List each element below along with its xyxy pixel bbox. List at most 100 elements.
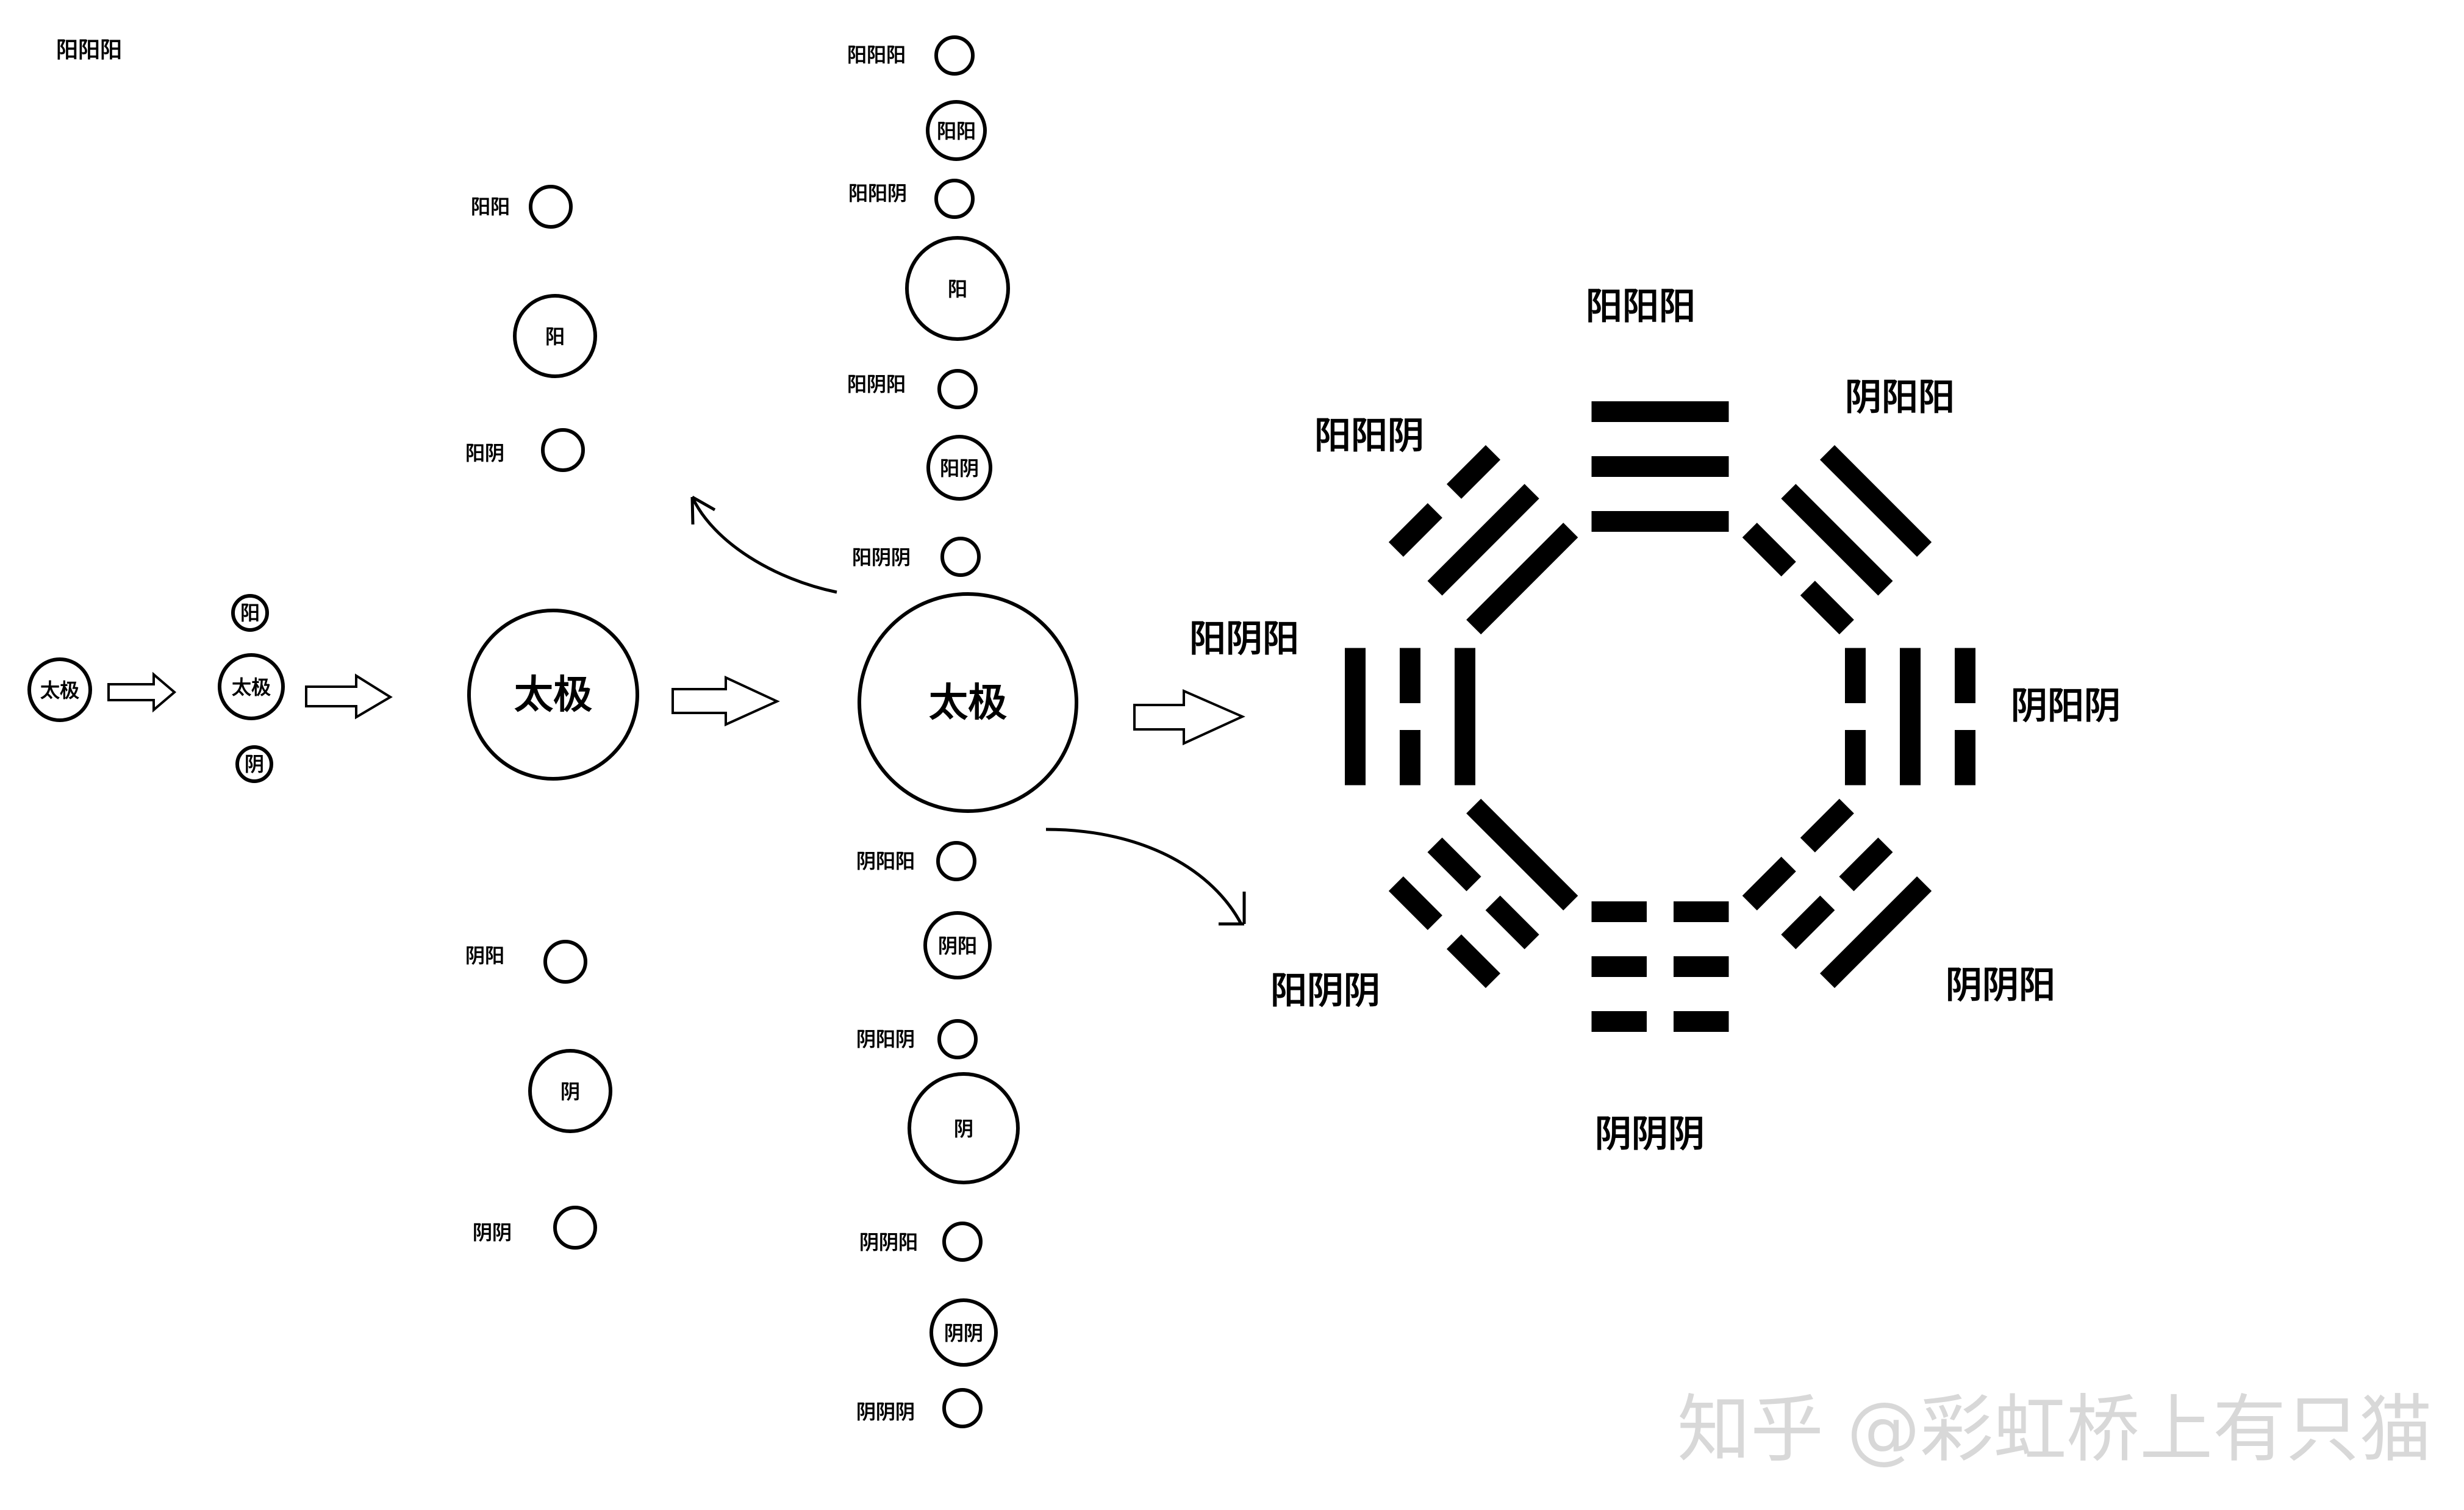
bagua-octagon — [1345, 401, 1975, 1032]
col-n-circle — [908, 1072, 1020, 1184]
col-yyn-circle — [934, 179, 975, 219]
trigram-yin-line-segment — [1845, 648, 1866, 703]
arrow-2 — [305, 673, 393, 720]
trigram-yin-line-segment — [1674, 901, 1729, 922]
col-nyy-circle — [936, 841, 976, 881]
col-nn-circle — [929, 1298, 998, 1367]
bagua-label-top-right: 阴阳阳 — [1845, 376, 1955, 419]
arrow-4 — [1133, 689, 1245, 746]
col-nyy-label: 阴阳阳 — [856, 850, 915, 873]
bagua-label-top-left: 阳阳阴 — [1314, 415, 1424, 457]
trigram-yin-line-segment — [1955, 730, 1975, 785]
stage3-yangyang-circle — [529, 185, 573, 229]
trigram-yin-line-segment — [1388, 503, 1442, 557]
trigram-bottom-right — [1742, 798, 1932, 989]
trigram-bottom — [1591, 901, 1729, 1032]
stage3-yin-label: 阴 — [560, 1080, 580, 1103]
stage3-yinyin-circle — [553, 1206, 597, 1250]
curve-arrow-up — [690, 495, 837, 594]
col-yn-circle — [926, 435, 992, 501]
trigram-top — [1591, 401, 1729, 532]
stage2-group: 阳 太极 阴 — [218, 594, 285, 783]
trigram-yin-line-segment — [1400, 648, 1420, 703]
col-yyn-label: 阳阳阴 — [848, 182, 907, 205]
stage1-taiji-label: 太极 — [40, 679, 79, 702]
stage3-yangyin-label: 阳阴 — [465, 442, 504, 465]
trigram-yin-line-segment — [1839, 837, 1893, 892]
arrow-3 — [672, 675, 780, 727]
trigram-right — [1845, 648, 1975, 785]
trigram-yin-line-segment — [1781, 895, 1835, 950]
trigram-yang-line — [1591, 511, 1729, 532]
trigram-yin-line-segment — [1591, 901, 1647, 922]
col-ny-circle — [923, 911, 992, 979]
col-yyy-circle — [934, 35, 975, 76]
col-nny-circle — [942, 1222, 983, 1262]
stage3-yin-circle — [528, 1049, 612, 1133]
col-nn-label: 阴阴 — [944, 1322, 983, 1345]
trigram-yang-line — [1427, 484, 1539, 596]
bagua-label-bottom-right: 阴阴阳 — [1946, 964, 2055, 1007]
trigram-yin-line-segment — [1845, 730, 1866, 785]
trigram-left — [1345, 648, 1475, 785]
arrow-1 — [107, 671, 177, 713]
col-n-label: 阴 — [954, 1117, 973, 1140]
trigram-top-left — [1388, 445, 1578, 635]
col-yny-circle — [937, 369, 978, 409]
trigram-yin-line-segment — [1674, 956, 1729, 977]
stage2-taiji-label: 太极 — [232, 676, 271, 699]
bagua-label-bottom: 阴阴阴 — [1595, 1113, 1705, 1156]
col-yyy-label: 阳阳阳 — [847, 43, 906, 66]
trigram-top-right — [1742, 445, 1932, 635]
trigram-yin-line-segment — [1742, 856, 1796, 911]
trigram-yin-line-segment — [1446, 934, 1501, 989]
trigram-yin-line-segment — [1800, 581, 1854, 635]
stage3-group: 太极 阳阳 阳 阳阴 阴阳 阴 阴阴 — [465, 185, 639, 1250]
watermark-text: 知乎 @彩虹桥上有只猫 — [1677, 1387, 2432, 1472]
bagua-label-left: 阳阴阳 — [1189, 618, 1299, 660]
col-yy-label: 阳阳 — [937, 120, 976, 143]
stage4-taiji-label: 太极 — [929, 681, 1007, 726]
bagua-label-bottom-left: 阳阴阴 — [1270, 970, 1380, 1012]
col-nyn-circle — [937, 1019, 978, 1059]
trigram-bottom-left — [1388, 798, 1578, 989]
trigram-yang-line — [1819, 876, 1932, 989]
stage3-yinyang-label: 阴阳 — [465, 944, 504, 967]
stage3-taiji-circle — [467, 609, 639, 781]
col-yny-label: 阳阴阳 — [847, 373, 906, 396]
col-nyn-label: 阴阳阴 — [856, 1028, 915, 1051]
stage2-yang-label: 阳 — [240, 601, 260, 624]
stage3-taiji-label: 太极 — [514, 673, 592, 718]
stage2-yin-circle — [235, 745, 273, 783]
col-yy-circle — [926, 100, 987, 161]
trigram-yang-line — [1345, 648, 1366, 785]
trigram-yin-line-segment — [1591, 956, 1647, 977]
trigram-yin-line-segment — [1485, 895, 1539, 950]
col-ynn-circle — [940, 537, 981, 577]
trigram-yang-line — [1781, 484, 1893, 596]
trigram-yin-line-segment — [1591, 1011, 1647, 1032]
stage2-taiji-circle — [218, 653, 285, 720]
stage4-taiji-circle — [858, 592, 1078, 813]
trigram-yin-line-segment — [1742, 523, 1796, 577]
curve-arrow-down — [1045, 828, 1246, 926]
stage1-taiji-circle — [27, 657, 92, 722]
col-y-circle — [905, 236, 1010, 341]
col-ny-label: 阴阳 — [938, 934, 977, 957]
bagua-label-top: 阳阳阳 — [1586, 285, 1696, 328]
col-ynn-label: 阳阴阴 — [852, 546, 911, 569]
trigram-yang-line — [1455, 648, 1475, 785]
trigram-yin-line-segment — [1955, 648, 1975, 703]
bagua-octagon-outline — [1491, 548, 1829, 886]
trigram-yin-line-segment — [1388, 876, 1442, 931]
stage4-group: 太极 阳阳阳 阳阳 阳阳阴 阳 阳阴阳 阳阴 阳阴阴 阴阳阳 阴阳 阴阳阴 阴 … — [847, 35, 1078, 1428]
trigram-yin-line-segment — [1674, 1011, 1729, 1032]
col-y-label: 阳 — [948, 277, 967, 301]
col-nny-label: 阴阴阳 — [859, 1231, 918, 1254]
trigram-yang-line — [1900, 648, 1921, 785]
trigram-yin-line-segment — [1400, 730, 1420, 785]
stage3-yang-circle — [513, 294, 597, 378]
stage3-yangyang-label: 阳阳 — [471, 195, 510, 218]
bagua-label-right: 阴阳阴 — [2011, 685, 2121, 728]
